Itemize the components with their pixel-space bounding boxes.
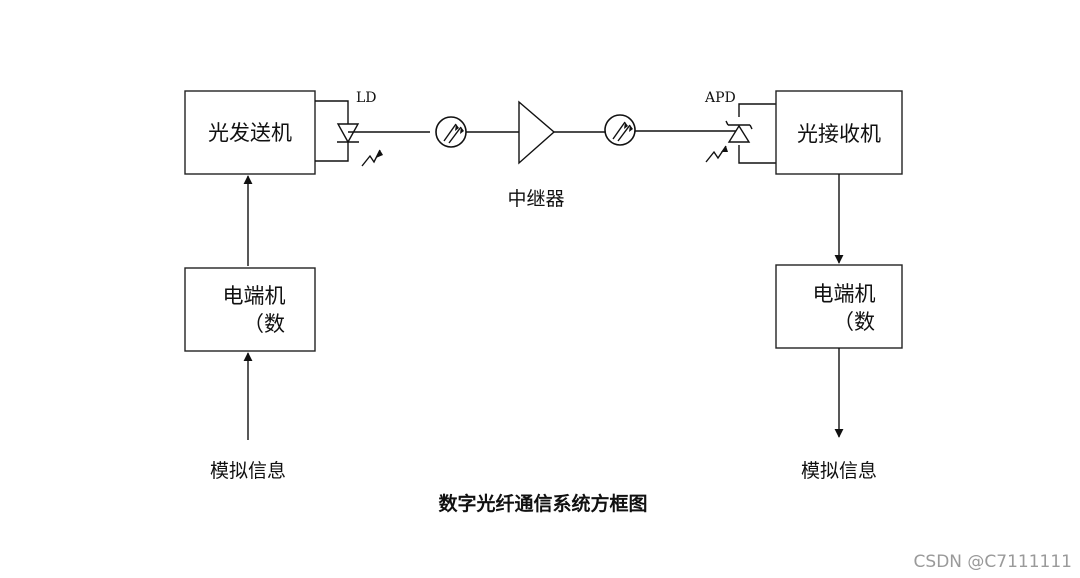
input-signal-label: 模拟信息 bbox=[210, 460, 286, 482]
right-terminal-label-line1: 电端机 bbox=[813, 282, 876, 306]
fiber-cable-icon bbox=[435, 116, 467, 148]
right-electrical-terminal-block: 电端机 （数 bbox=[775, 264, 903, 349]
fiber-cable-icon bbox=[604, 114, 636, 146]
receiver-label: 光接收机 bbox=[797, 122, 881, 146]
transmitter-box bbox=[184, 90, 316, 175]
repeater-label: 中继器 bbox=[507, 188, 564, 210]
optical-receiver-block: 光接收机 bbox=[775, 90, 903, 175]
photodiode-icon bbox=[705, 103, 776, 164]
watermark: CSDN @C7111111 bbox=[914, 552, 1072, 572]
laser-diode-icon bbox=[315, 100, 430, 167]
left-terminal-label-line2: （数 bbox=[243, 312, 285, 336]
output-signal-label: 模拟信息 bbox=[801, 460, 877, 482]
repeater-amplifier-icon bbox=[518, 100, 556, 165]
left-electrical-terminal-block: 电端机 （数 bbox=[184, 267, 316, 352]
right-terminal-box bbox=[775, 264, 903, 349]
diagram-title: 数字光纤通信系统方框图 bbox=[438, 492, 647, 515]
right-terminal-label-line2: （数 bbox=[833, 310, 875, 334]
left-terminal-box bbox=[184, 267, 316, 352]
left-terminal-label-line1: 电端机 bbox=[223, 284, 286, 308]
transmitter-label: 光发送机 bbox=[208, 121, 292, 145]
ld-label: LD bbox=[356, 90, 377, 106]
apd-label: APD bbox=[704, 90, 736, 106]
optical-transmitter-block: 光发送机 bbox=[184, 90, 316, 175]
